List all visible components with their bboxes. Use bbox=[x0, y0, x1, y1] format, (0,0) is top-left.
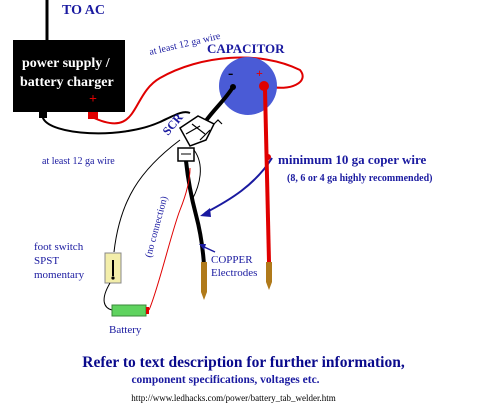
supply-positive-wire bbox=[91, 56, 304, 125]
foot-switch-contact bbox=[111, 276, 115, 280]
power-supply-plus: + bbox=[89, 92, 97, 107]
capacitor-to-scr-wire bbox=[203, 85, 235, 124]
battery-to-scr-wire bbox=[148, 167, 191, 311]
copper-label-1: COPPER bbox=[211, 254, 253, 266]
capacitor-minus: - bbox=[228, 65, 233, 82]
supply-negative-wire bbox=[42, 111, 191, 135]
capacitor-plus: + bbox=[256, 66, 263, 80]
capacitor-positive-terminal bbox=[259, 81, 269, 91]
electrode-left-tip bbox=[201, 292, 207, 300]
footer-url[interactable]: http://www.ledhacks.com/power/battery_ta… bbox=[131, 393, 336, 403]
power-supply-label-2: battery charger bbox=[20, 75, 114, 90]
battery-body bbox=[111, 304, 147, 317]
scr-gate-wire bbox=[191, 149, 201, 201]
copper-pointer-arrowhead bbox=[199, 244, 206, 250]
capacitor-label: CAPACITOR bbox=[207, 41, 285, 56]
electrode-right bbox=[266, 262, 272, 282]
gate-to-switch-wire bbox=[113, 139, 181, 253]
to-ac-label: TO AC bbox=[62, 3, 105, 18]
supply-positive-terminal bbox=[88, 112, 98, 119]
wire-pointer-arrowhead bbox=[200, 208, 211, 217]
foot-switch-label-3: momentary bbox=[34, 269, 85, 281]
footer-main-text: Refer to text description for further in… bbox=[82, 354, 405, 371]
battery-terminal bbox=[146, 307, 149, 314]
power-supply-label-1: power supply / bbox=[22, 56, 111, 71]
capacitor-body bbox=[219, 57, 277, 115]
electrode-left bbox=[201, 262, 207, 292]
wire-left-label: at least 12 ga wire bbox=[42, 156, 115, 167]
min-wire-label: minimum 10 ga coper wire bbox=[278, 152, 427, 167]
wire-pointer-arrow bbox=[204, 157, 273, 214]
scr-to-electrode-wire bbox=[184, 160, 206, 266]
power-supply-box bbox=[13, 40, 125, 112]
copper-label-2: Electrodes bbox=[211, 267, 257, 279]
foot-switch-label-1: foot switch bbox=[34, 241, 84, 253]
scr-component bbox=[177, 115, 223, 162]
scr-label: SCR bbox=[160, 110, 186, 138]
capacitor-to-electrode-wire bbox=[263, 89, 271, 263]
wire-junction bbox=[265, 154, 271, 160]
foot-switch-label-2: SPST bbox=[34, 255, 59, 267]
wire-recommend-label: (8, 6 or 4 ga highly recommended) bbox=[287, 173, 432, 184]
footer-sub-text: component specifications, voltages etc. bbox=[131, 374, 320, 386]
switch-to-battery-wire bbox=[103, 282, 113, 311]
no-connection-label: (no connection) bbox=[143, 195, 170, 259]
battery-label: Battery bbox=[109, 324, 142, 336]
supply-negative-terminal bbox=[39, 110, 47, 118]
electrode-right-tip bbox=[266, 282, 272, 290]
